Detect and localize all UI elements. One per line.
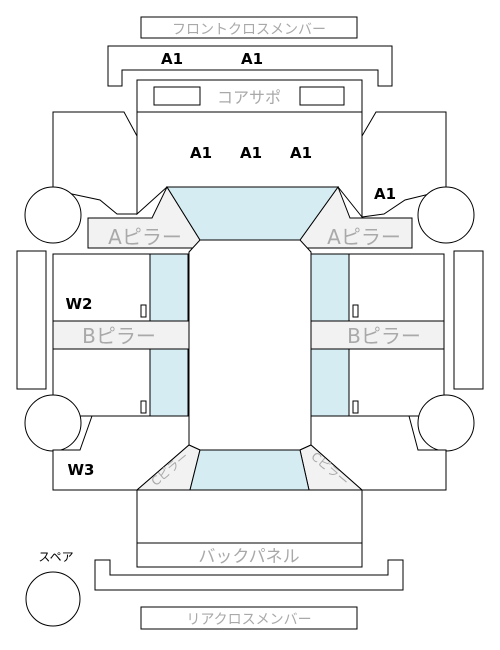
left-b-pillar[interactable] bbox=[52, 320, 190, 350]
left-rear-quarter-code: W3 bbox=[68, 461, 95, 479]
front-member-right-code: A1 bbox=[241, 50, 263, 68]
right-headlight[interactable] bbox=[299, 86, 345, 106]
left-headlight[interactable] bbox=[153, 86, 201, 106]
hood-right-code: A1 bbox=[290, 144, 312, 162]
right-front-wheel[interactable] bbox=[417, 186, 475, 244]
left-side-sill[interactable] bbox=[16, 250, 47, 390]
right-front-door[interactable] bbox=[348, 253, 445, 322]
right-rear-door-handle[interactable] bbox=[352, 400, 359, 414]
left-rear-quarter[interactable] bbox=[52, 415, 190, 491]
front-member-left-code: A1 bbox=[161, 50, 183, 68]
trunk[interactable] bbox=[136, 489, 363, 544]
front-member[interactable] bbox=[107, 45, 393, 87]
roof[interactable] bbox=[188, 239, 312, 451]
back-panel-label: バックパネル bbox=[198, 547, 299, 567]
right-b-pillar[interactable] bbox=[310, 320, 445, 350]
hood-center-code: A1 bbox=[240, 144, 262, 162]
spare-label: スペア bbox=[38, 550, 73, 564]
left-a-pillar-label: Aピラー bbox=[108, 225, 182, 249]
right-rear-wheel[interactable] bbox=[417, 394, 475, 452]
left-front-window[interactable] bbox=[149, 253, 189, 322]
right-front-door-handle[interactable] bbox=[352, 304, 359, 318]
left-front-door-code: W2 bbox=[66, 295, 93, 313]
rear-cross-member-box[interactable] bbox=[140, 606, 358, 630]
left-b-pillar-label: Bピラー bbox=[82, 324, 156, 348]
right-front-window[interactable] bbox=[310, 253, 350, 322]
left-rear-wheel[interactable] bbox=[24, 394, 82, 452]
left-rear-door-handle[interactable] bbox=[140, 400, 147, 414]
rear-member[interactable] bbox=[94, 559, 404, 591]
right-fender-code: A1 bbox=[374, 185, 396, 203]
back-panel[interactable] bbox=[136, 542, 363, 568]
left-front-door[interactable] bbox=[52, 253, 151, 322]
rear-window[interactable] bbox=[189, 449, 310, 491]
rear-cross-member-label: リアクロスメンバー bbox=[186, 612, 311, 628]
front-cross-member-box[interactable] bbox=[140, 16, 358, 39]
core-support-label: コアサポ bbox=[217, 88, 281, 107]
hood-left-code: A1 bbox=[190, 144, 212, 162]
left-front-wheel[interactable] bbox=[24, 186, 82, 244]
right-b-pillar-label: Bピラー bbox=[347, 324, 421, 348]
right-front-fender[interactable] bbox=[361, 111, 447, 218]
left-rear-window[interactable] bbox=[149, 348, 189, 417]
spare-tire[interactable] bbox=[25, 571, 81, 627]
right-rear-window[interactable] bbox=[310, 348, 350, 417]
right-a-pillar-label: Aピラー bbox=[327, 225, 401, 249]
left-front-door-handle[interactable] bbox=[140, 304, 147, 318]
front-cross-member-label: フロントクロスメンバー bbox=[172, 22, 326, 38]
right-side-sill[interactable] bbox=[453, 250, 484, 390]
